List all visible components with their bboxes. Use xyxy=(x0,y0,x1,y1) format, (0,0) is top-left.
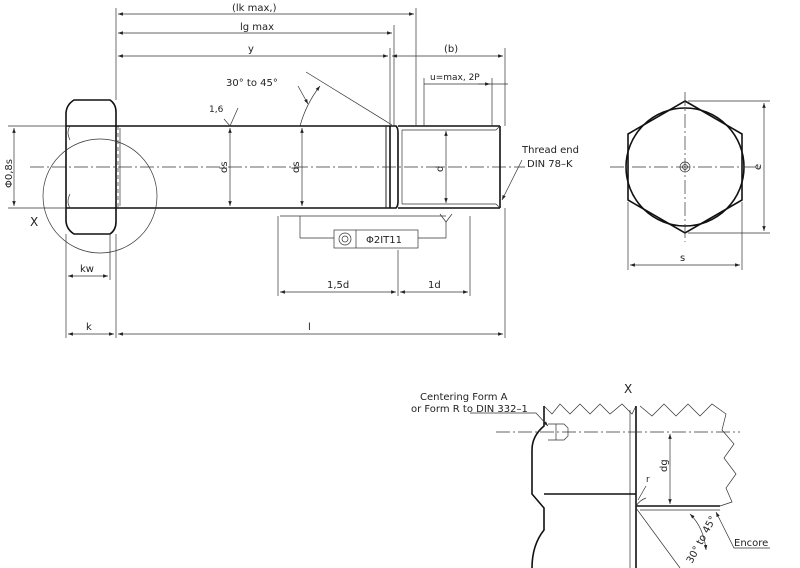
dg-dimension: dg xyxy=(659,434,672,504)
svg-text:Thread end: Thread end xyxy=(521,145,579,156)
detail-x-label: X xyxy=(30,215,38,229)
tolerance-frame: Φ2IT11 xyxy=(280,213,453,249)
angle-dimension-top: 30° to 45° xyxy=(226,71,393,127)
svg-text:DIN 78–K: DIN 78–K xyxy=(527,159,573,170)
svg-text:(b): (b) xyxy=(444,44,458,55)
lg-max-dimension: lg max xyxy=(118,22,392,35)
svg-text:ds: ds xyxy=(219,161,230,173)
dim-1d: 1d xyxy=(400,280,468,294)
thread-end-leader: Thread end DIN 78–K xyxy=(501,145,579,201)
svg-text:l: l xyxy=(308,322,311,333)
y-dimension: y xyxy=(118,44,388,58)
svg-text:30° to 45°: 30° to 45° xyxy=(685,514,719,565)
svg-text:1,5d: 1,5d xyxy=(327,280,349,291)
svg-text:u=max, 2P: u=max, 2P xyxy=(430,73,480,83)
dim-1-5d: 1,5d xyxy=(280,280,396,294)
svg-text:1d: 1d xyxy=(428,280,441,291)
kw-dimension: kw xyxy=(68,264,108,278)
k-dimension: k xyxy=(68,322,114,336)
detail-x-title: X xyxy=(624,382,632,396)
svg-text:d: d xyxy=(435,166,446,172)
svg-text:k: k xyxy=(86,322,92,333)
e-dimension: e xyxy=(753,103,766,231)
svg-text:kw: kw xyxy=(80,264,94,275)
bolt-side-view: X Φ0,8s ds ds d 1,6 xyxy=(4,3,579,338)
lk-max-dimension: (lk max,) xyxy=(118,3,414,16)
svg-text:(lk max,): (lk max,) xyxy=(232,3,277,14)
u-dimension: u=max, 2P xyxy=(424,73,508,86)
detail-x-circle xyxy=(42,138,158,254)
detail-x-view: X Centering Form A or Form R to DIN 332–… xyxy=(411,382,770,568)
d-dimension: d xyxy=(435,131,448,203)
svg-text:Φ0,8s: Φ0,8s xyxy=(4,159,15,188)
svg-text:ds: ds xyxy=(291,161,302,173)
roughness-symbol: 1,6 xyxy=(209,105,239,127)
svg-text:1,6: 1,6 xyxy=(209,105,224,115)
phi-0-8s-dimension: Φ0,8s xyxy=(4,125,66,209)
svg-text:Centering Form A: Centering Form A xyxy=(420,392,508,403)
bolt-end-view: e s xyxy=(610,92,770,270)
svg-text:Φ2IT11: Φ2IT11 xyxy=(366,235,402,246)
svg-text:dg: dg xyxy=(659,459,670,472)
svg-text:y: y xyxy=(248,44,254,55)
ds-dimension-1: ds xyxy=(219,128,232,206)
svg-text:or Form R to DIN 332–1: or Form R to DIN 332–1 xyxy=(411,404,528,415)
svg-text:lg max: lg max xyxy=(240,22,274,33)
bolt-thread xyxy=(390,125,501,209)
svg-text:e: e xyxy=(753,164,764,170)
radius-label: r xyxy=(646,475,650,485)
angle-dimension-detail: 30° to 45° xyxy=(635,507,719,568)
ds-dimension-2: ds xyxy=(291,128,304,206)
l-dimension: l xyxy=(118,322,503,336)
svg-text:s: s xyxy=(680,253,685,264)
b-dimension: (b) xyxy=(392,44,503,58)
s-dimension: s xyxy=(630,253,740,267)
svg-text:Encore: Encore xyxy=(734,538,768,549)
bolt-shank xyxy=(116,125,391,209)
svg-text:30° to 45°: 30° to 45° xyxy=(226,78,278,89)
